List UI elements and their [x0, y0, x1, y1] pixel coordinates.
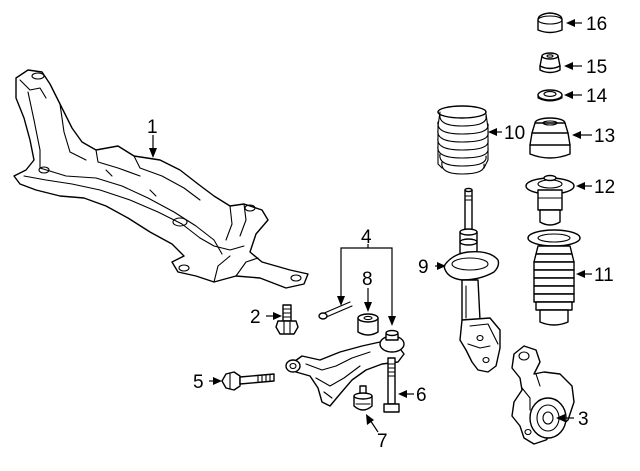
leader-4-bracket — [340, 247, 393, 318]
arrowhead-3 — [556, 414, 565, 422]
dust-boot-11 — [527, 229, 581, 326]
callout-4: 4 — [361, 227, 372, 248]
arrowhead-15 — [564, 62, 573, 70]
strut-mount-12 — [525, 174, 575, 226]
washer-14 — [537, 89, 563, 102]
callout-1: 1 — [147, 117, 158, 138]
bushing-15 — [539, 52, 561, 74]
arrowhead-12 — [576, 182, 585, 190]
callout-11: 11 — [594, 265, 614, 286]
bolt-2 — [275, 304, 299, 335]
ball-joint-7 — [353, 385, 373, 411]
arrowhead-2 — [273, 312, 282, 320]
callout-14: 14 — [586, 86, 608, 107]
arrowhead-5 — [213, 377, 222, 385]
arrowhead-9 — [437, 262, 446, 270]
arrowhead-10 — [488, 128, 497, 136]
arrowhead-16 — [566, 19, 575, 27]
callout-15: 15 — [586, 57, 607, 78]
callout-7: 7 — [377, 431, 388, 452]
arrowhead-11 — [576, 270, 585, 278]
arrowhead-8 — [364, 302, 372, 312]
callout-10: 10 — [504, 123, 525, 144]
callout-8: 8 — [362, 269, 373, 290]
leader-7 — [369, 419, 379, 433]
callout-3: 3 — [578, 409, 589, 430]
callout-5: 5 — [193, 372, 204, 393]
callout-12: 12 — [594, 177, 615, 198]
callout-16: 16 — [586, 14, 607, 35]
crossmember — [13, 69, 309, 289]
arrowhead-14 — [564, 91, 573, 99]
strut-9 — [443, 187, 501, 373]
cotter-pin-4 — [318, 301, 353, 320]
callout-6: 6 — [416, 385, 427, 406]
callout-9: 9 — [418, 257, 429, 278]
arrowhead-13 — [572, 131, 581, 139]
arrowhead-4b — [388, 316, 396, 326]
cap-16 — [537, 12, 563, 34]
coil-spring-10 — [437, 105, 489, 175]
bolt-6 — [383, 357, 400, 413]
bushing-8 — [357, 313, 379, 336]
arrowhead-1 — [149, 148, 157, 158]
callout-2: 2 — [250, 307, 261, 328]
steering-knuckle-3 — [511, 345, 575, 445]
arrowhead-4a — [337, 296, 345, 306]
lower-control-arm — [285, 329, 405, 407]
arrowhead-7 — [366, 414, 374, 425]
arrowhead-6 — [398, 390, 407, 398]
bolt-5 — [221, 371, 275, 391]
insulator-13 — [529, 117, 571, 159]
callout-13: 13 — [594, 126, 615, 147]
